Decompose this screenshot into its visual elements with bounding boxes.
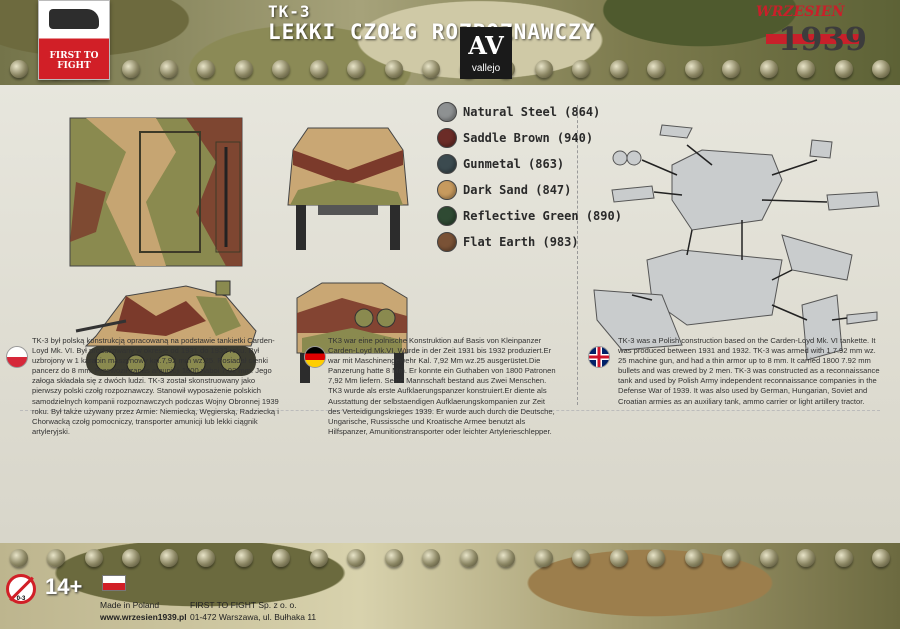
divider — [577, 105, 578, 405]
polish-flag-icon — [102, 575, 126, 591]
company-name: FIRST TO FIGHT Sp. z o. o. — [190, 600, 297, 610]
paint-swatch — [437, 101, 457, 122]
german-flag-icon — [304, 346, 326, 368]
paint-item: Flat Earth (983) — [437, 230, 622, 253]
tank-rear-view-illustration — [296, 282, 408, 383]
product-code: TK-3 — [268, 2, 311, 21]
wrzesien-1939-logo: 1939 WRZESIEŃ — [756, 4, 868, 58]
company-address: 01-472 Warszawa, ul. Bułhaka 11 — [190, 612, 317, 622]
made-in-label: Made in Poland — [100, 600, 160, 610]
product-title: LEKKI CZOŁG ROZPOZNAWCZY — [268, 20, 596, 44]
paint-item: Dark Sand (847) — [437, 178, 622, 201]
tank-side-view-illustration — [75, 280, 257, 376]
description-english: TK-3 was a Polish construction based on … — [618, 336, 880, 406]
paint-item: Reflective Green (890) — [437, 204, 622, 227]
paint-list: Natural Steel (864) Saddle Brown (940) G… — [437, 100, 622, 256]
bottom-armor-band — [0, 543, 900, 629]
rivet-row — [0, 545, 900, 571]
top-armor-band — [0, 0, 900, 85]
paint-swatch — [437, 231, 457, 252]
description-german: TK3 war eine polnische Konstruktion auf … — [328, 336, 556, 436]
age-warning-icon: 0-3 — [6, 574, 36, 604]
paint-swatch — [437, 205, 457, 226]
first-to-fight-logo: FIRST TO FIGHT — [38, 0, 110, 80]
description-polish: TK-3 był polską konstrukcją opracowaną n… — [32, 336, 279, 436]
tank-top-view-illustration — [69, 117, 243, 267]
uk-flag-icon — [588, 346, 610, 368]
paint-swatch — [437, 153, 457, 174]
paint-swatch — [437, 127, 457, 148]
paint-swatch — [437, 179, 457, 200]
assembly-diagram — [593, 124, 880, 361]
polish-flag-icon — [6, 346, 28, 368]
age-rating: 14+ — [45, 574, 83, 599]
paint-item: Natural Steel (864) — [437, 100, 622, 123]
paint-item: Saddle Brown (940) — [437, 126, 622, 149]
vallejo-logo: AV vallejo — [460, 27, 512, 79]
website-link[interactable]: www.wrzesien1939.pl — [100, 612, 187, 622]
paint-item: Gunmetal (863) — [437, 152, 622, 175]
tank-front-view-illustration — [287, 127, 409, 250]
divider — [20, 410, 880, 411]
tank-icon — [49, 9, 99, 29]
